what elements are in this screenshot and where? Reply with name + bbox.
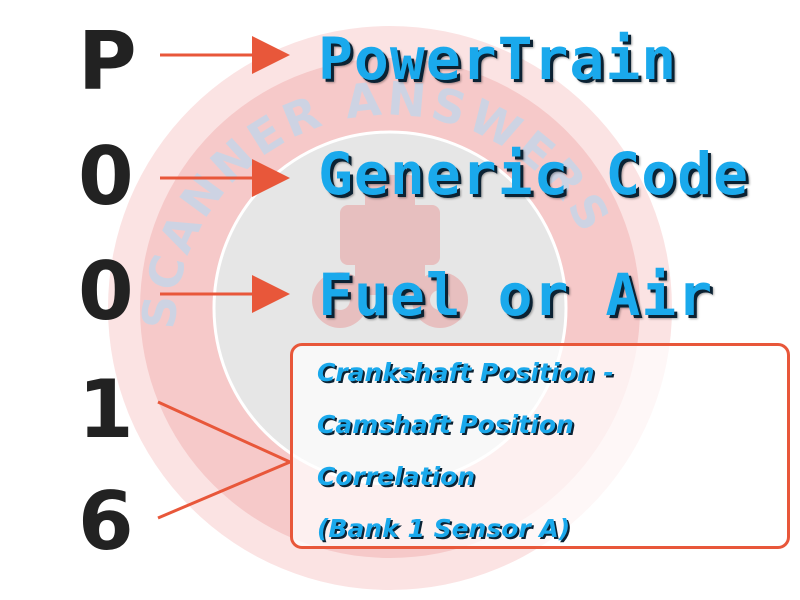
code-char-3: 0 bbox=[78, 245, 134, 338]
description-line-1: Crankshaft Position - bbox=[317, 358, 614, 387]
meaning-generic-code: Generic Code bbox=[318, 140, 750, 208]
code-char-1: P bbox=[78, 15, 137, 108]
description-line-2: Camshaft Position bbox=[317, 410, 574, 439]
meaning-powertrain: PowerTrain bbox=[318, 25, 678, 93]
engine-icon bbox=[312, 175, 468, 328]
code-char-4: 1 bbox=[78, 363, 134, 456]
description-line-3: Correlation bbox=[317, 462, 476, 491]
description-box: Crankshaft Position - Camshaft Position … bbox=[290, 343, 790, 549]
meaning-fuel-or-air: Fuel or Air bbox=[318, 261, 714, 329]
description-line-4: (Bank 1 Sensor A) bbox=[317, 514, 571, 543]
code-char-5: 6 bbox=[78, 475, 134, 568]
code-char-2: 0 bbox=[78, 130, 134, 223]
